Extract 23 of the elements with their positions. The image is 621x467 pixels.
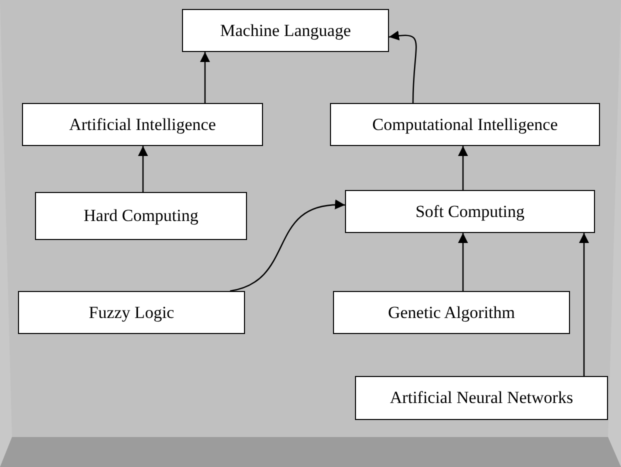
process-box [22,103,263,146]
process-box [333,291,570,334]
arrow [230,200,346,292]
node-label: Hard Computing [84,206,198,226]
arrow [458,233,468,291]
process-box [355,376,608,420]
process-box [345,190,595,233]
process-box [182,9,389,52]
arrow [579,233,589,376]
arrow [388,30,417,104]
arrow [138,146,148,192]
node-label: Soft Computing [415,202,525,222]
node-label: Machine Language [220,20,351,40]
node-label: Genetic Algorithm [388,302,515,322]
arrow [200,52,210,103]
node-label: Artificial Intelligence [69,114,216,134]
process-box [18,291,245,334]
node-label: Fuzzy Logic [88,302,174,322]
process-box [35,192,247,240]
node-label: Computational Intelligence [372,114,558,134]
process-box [330,103,600,146]
node-label: Artificial Neural Networks [390,388,574,408]
arrow [458,146,468,190]
